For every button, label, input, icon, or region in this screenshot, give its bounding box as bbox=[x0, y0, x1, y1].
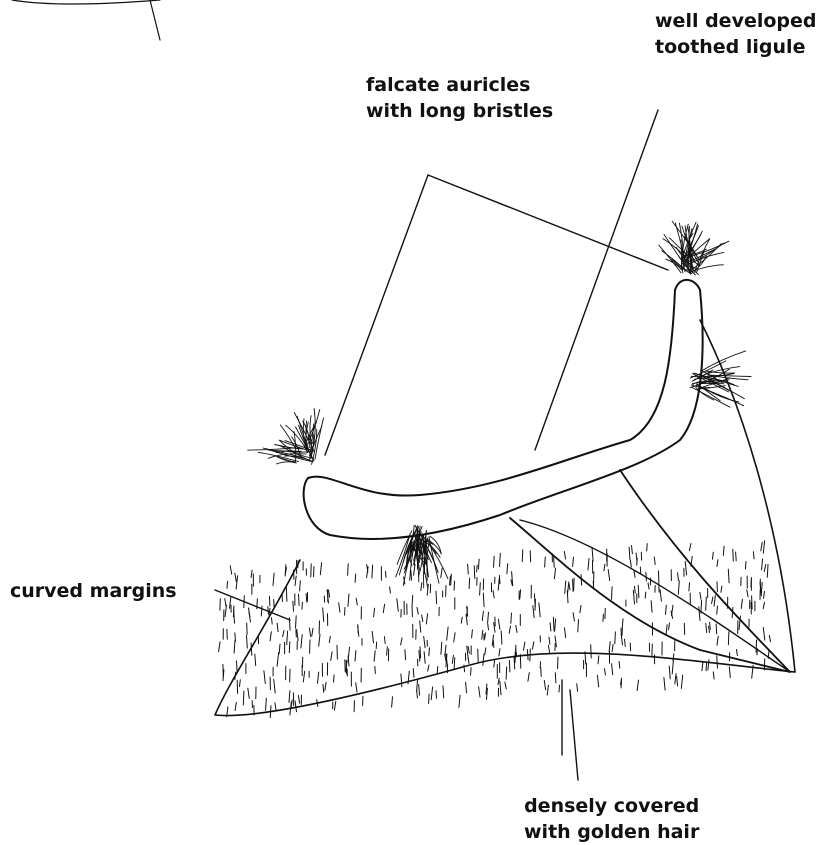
label-hair-line1: densely covered bbox=[524, 793, 699, 819]
leader-ligule bbox=[535, 110, 658, 450]
sheath-right-edge bbox=[700, 320, 795, 672]
label-margins: curved margins bbox=[10, 578, 177, 604]
leader-hair-b bbox=[570, 690, 578, 780]
sheath-fold bbox=[510, 470, 790, 672]
fold-line bbox=[520, 520, 790, 672]
label-ligule-line1: well developed bbox=[655, 8, 817, 34]
label-ligule-line2: toothed ligule bbox=[655, 34, 817, 60]
label-ligule: well developed toothed ligule bbox=[655, 8, 817, 60]
auricle-bristles bbox=[248, 221, 751, 589]
golden-hair-texture bbox=[219, 541, 771, 718]
stem-fragment bbox=[12, 0, 160, 40]
ligule-band bbox=[304, 280, 703, 539]
label-margins-text: curved margins bbox=[10, 578, 177, 604]
label-hair: densely covered with golden hair bbox=[524, 793, 699, 845]
label-auricles: falcate auricles with long bristles bbox=[366, 72, 553, 124]
leader-auricles-right bbox=[428, 175, 668, 270]
label-auricles-line1: falcate auricles bbox=[366, 72, 553, 98]
leader-lines bbox=[215, 110, 668, 780]
label-auricles-line2: with long bristles bbox=[366, 98, 553, 124]
leader-auricles-left bbox=[325, 175, 428, 455]
label-hair-line2: with golden hair bbox=[524, 819, 699, 845]
